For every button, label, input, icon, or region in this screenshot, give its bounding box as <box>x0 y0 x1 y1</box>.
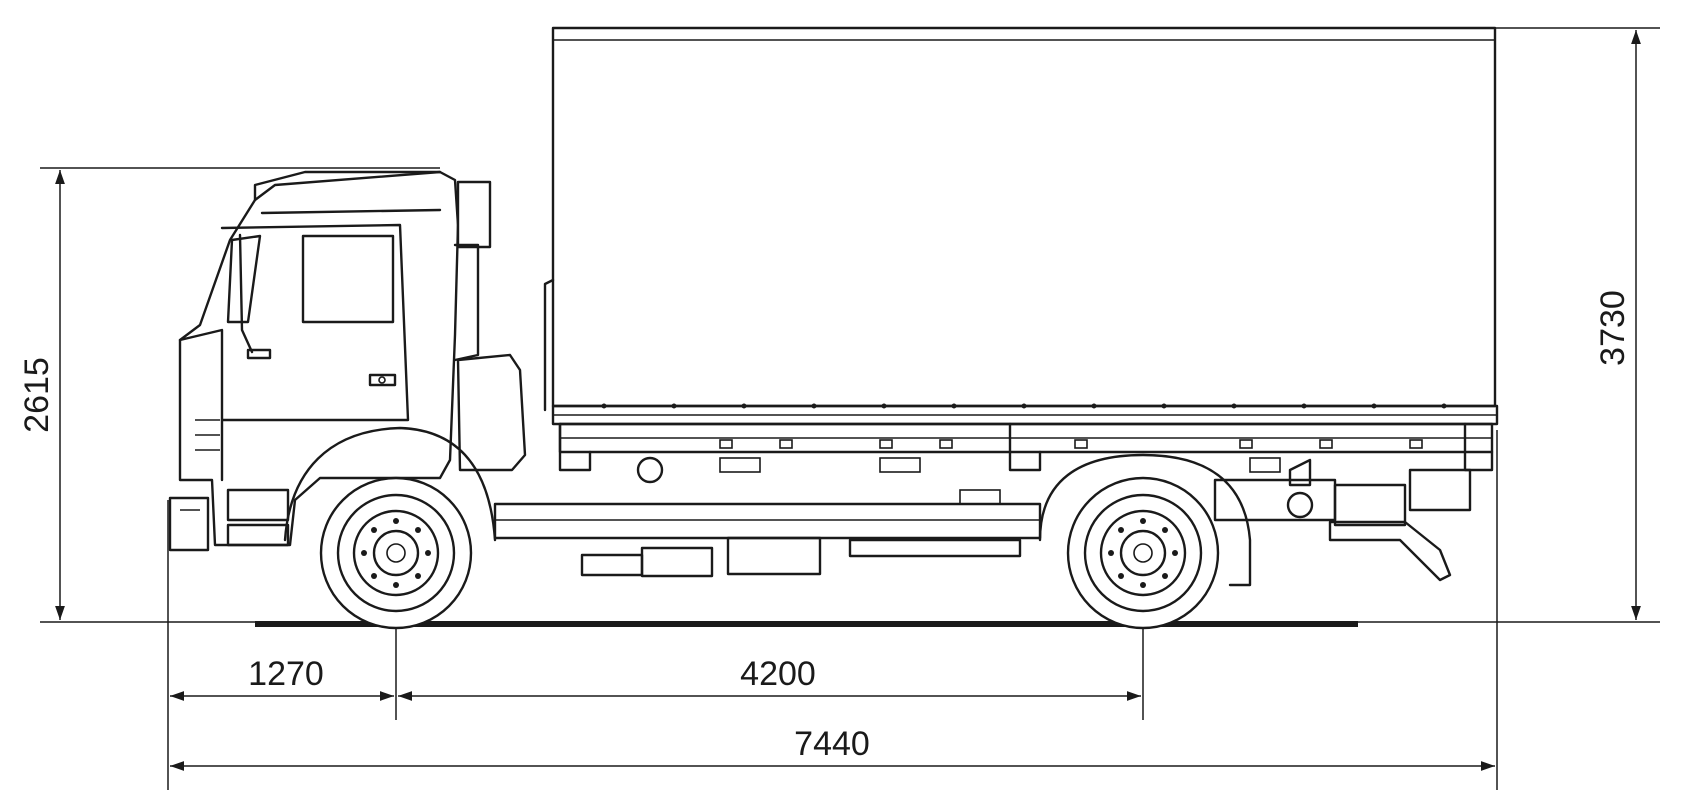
wheelbase-label: 4200 <box>740 655 816 693</box>
cab-height-label: 2615 <box>18 357 56 433</box>
front-overhang-label: 1270 <box>248 655 324 693</box>
stake-pockets <box>719 439 1423 449</box>
tarp-rivets <box>601 403 1447 409</box>
overall-length-label: 7440 <box>794 725 870 763</box>
front-wheel-arch <box>283 426 497 542</box>
overall-height-label: 3730 <box>1594 290 1632 366</box>
dimension-lines <box>55 30 1641 771</box>
chassis <box>493 456 1472 582</box>
front-wheel <box>319 476 473 630</box>
cab <box>168 170 527 552</box>
rear-wheel <box>1066 476 1220 630</box>
cargo-body <box>543 26 1499 472</box>
rear-wheel-arch <box>1038 453 1252 587</box>
